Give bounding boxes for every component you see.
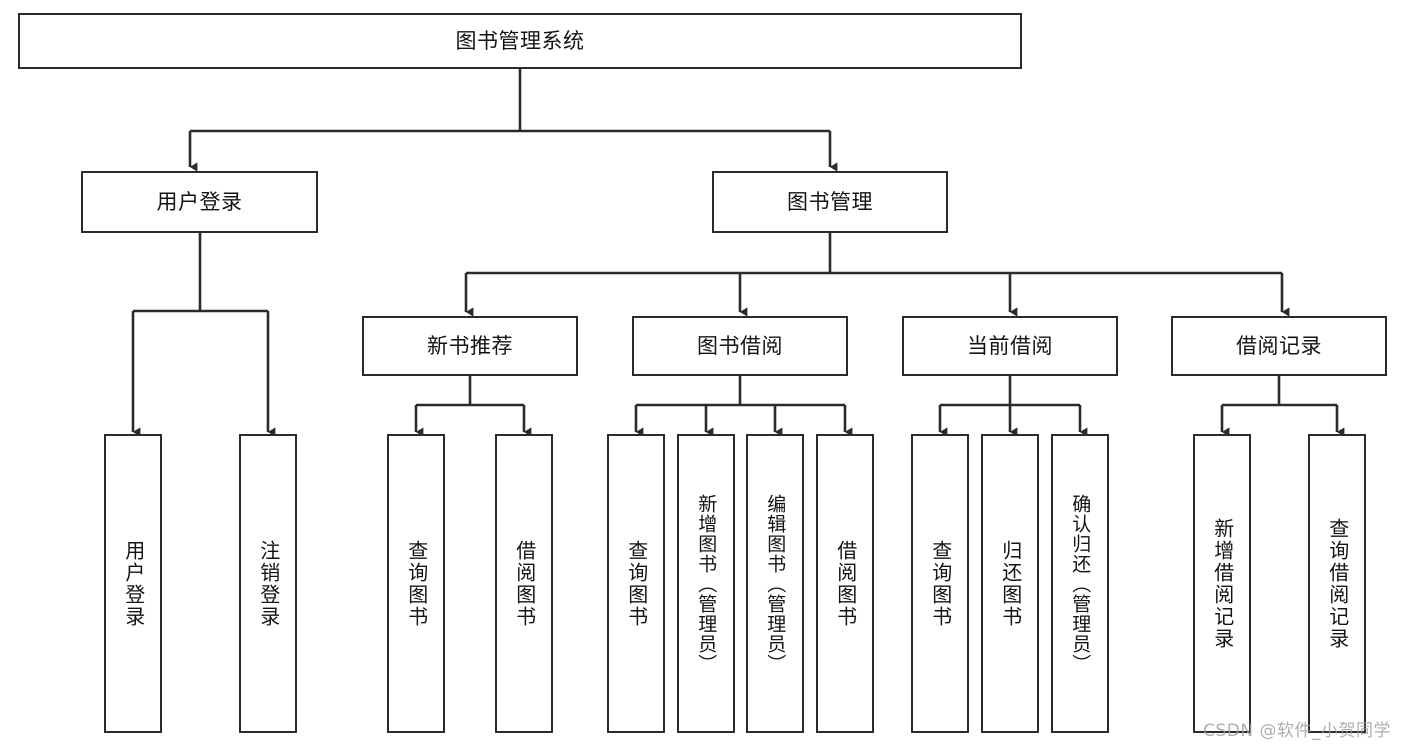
node-leaf-edit-book-admin[interactable]: 编辑图书（管理员） bbox=[746, 434, 804, 733]
node-label: 查询图书 bbox=[928, 539, 953, 628]
node-label: 查询借阅记录 bbox=[1325, 517, 1350, 650]
node-label: 用户登录 bbox=[121, 539, 146, 628]
node-label: 归还图书 bbox=[998, 539, 1023, 628]
node-label: 借阅图书 bbox=[833, 539, 858, 628]
node-label: 新书推荐 bbox=[427, 333, 513, 358]
node-book-borrow[interactable]: 图书借阅 bbox=[632, 316, 848, 376]
watermark: CSDN @软件_小贺同学 bbox=[1203, 721, 1391, 741]
node-leaf-query-borrow-record[interactable]: 查询借阅记录 bbox=[1308, 434, 1366, 733]
node-leaf-user-login[interactable]: 用户登录 bbox=[104, 434, 162, 733]
node-label: 查询图书 bbox=[624, 539, 649, 628]
node-current-borrow[interactable]: 当前借阅 bbox=[902, 316, 1118, 376]
node-leaf-borrow-book-rec[interactable]: 借阅图书 bbox=[495, 434, 553, 733]
node-leaf-add-book-admin[interactable]: 新增图书（管理员） bbox=[677, 434, 735, 733]
node-label: 借阅图书 bbox=[512, 539, 537, 628]
node-label: 用户登录 bbox=[156, 189, 243, 214]
node-label: 新增图书（管理员） bbox=[695, 493, 718, 674]
node-label: 当前借阅 bbox=[967, 333, 1053, 358]
node-label: 图书管理系统 bbox=[455, 28, 585, 53]
node-label: 图书借阅 bbox=[697, 333, 783, 358]
node-book-manage[interactable]: 图书管理 bbox=[712, 171, 948, 233]
node-leaf-add-borrow-record[interactable]: 新增借阅记录 bbox=[1193, 434, 1251, 733]
node-leaf-query-book-borrow[interactable]: 查询图书 bbox=[607, 434, 665, 733]
node-label: 查询图书 bbox=[404, 539, 429, 628]
node-leaf-query-book-rec[interactable]: 查询图书 bbox=[387, 434, 445, 733]
node-label: 注销登录 bbox=[256, 539, 281, 628]
node-label: 新增借阅记录 bbox=[1210, 517, 1235, 650]
node-label: 编辑图书（管理员） bbox=[764, 493, 787, 674]
node-label: 借阅记录 bbox=[1236, 333, 1322, 358]
node-borrow-record[interactable]: 借阅记录 bbox=[1171, 316, 1387, 376]
node-leaf-query-book-current[interactable]: 查询图书 bbox=[911, 434, 969, 733]
node-leaf-borrow-book[interactable]: 借阅图书 bbox=[816, 434, 874, 733]
node-label: 确认归还（管理员） bbox=[1069, 493, 1092, 674]
node-root-system[interactable]: 图书管理系统 bbox=[18, 13, 1022, 69]
node-leaf-confirm-return-admin[interactable]: 确认归还（管理员） bbox=[1051, 434, 1109, 733]
node-label: 图书管理 bbox=[787, 189, 873, 214]
node-new-book-recommend[interactable]: 新书推荐 bbox=[362, 316, 578, 376]
node-leaf-return-book[interactable]: 归还图书 bbox=[981, 434, 1039, 733]
node-leaf-user-logout[interactable]: 注销登录 bbox=[239, 434, 297, 733]
node-user-login[interactable]: 用户登录 bbox=[81, 171, 318, 233]
